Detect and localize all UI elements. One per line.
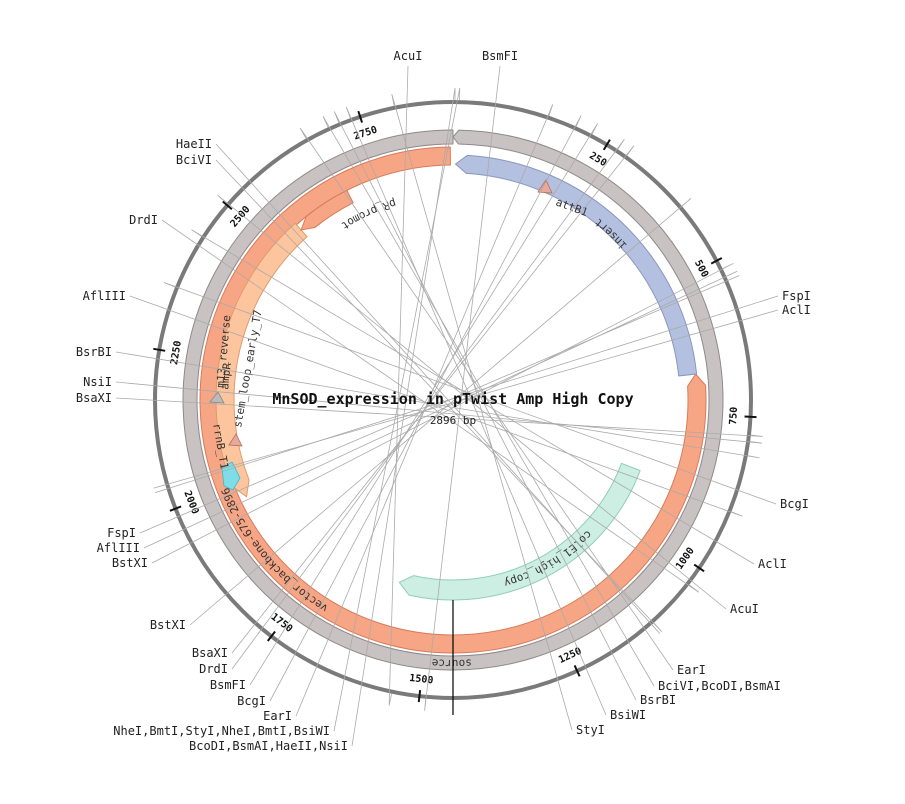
tick-2500 (222, 200, 233, 211)
enzyme-leader-afliii (129, 295, 743, 517)
enzyme-leader-styi (391, 93, 573, 731)
enzyme-site-bsrbi: BsrBI (76, 345, 112, 359)
enzyme-site-bsrbi: BsrBI (640, 693, 676, 707)
tick-1750 (266, 630, 276, 642)
enzyme-site-bcodi-bsmai-haeii-nsii: BcoDI,BsmAI,HaeII,NsiI (189, 739, 348, 753)
tick-750 (744, 415, 757, 419)
feature-ampr-label: ampR (218, 362, 234, 390)
enzyme-leader-bcgi (269, 115, 582, 702)
enzyme-leader-acui (217, 194, 727, 610)
enzyme-leader-bsiwi (345, 106, 607, 716)
enzyme-leader-bstxi (151, 262, 734, 564)
plasmid-title: MnSOD_expression in pTwist Amp High Copy (272, 390, 633, 408)
enzyme-site-drdi: DrdI (199, 662, 228, 676)
enzyme-leader-bstxi (189, 197, 692, 626)
tick-label-750: 750 (728, 407, 740, 426)
tick-2750 (357, 110, 363, 123)
enzyme-site-fspi: FspI (107, 526, 136, 540)
enzyme-leader-acli (191, 229, 755, 565)
enzyme-site-styi: StyI (576, 723, 605, 737)
enzyme-site-nhei-bmti-styi-nhei-bmti-bsiwi: NheI,BmtI,StyI,NheI,BmtI,BsiWI (113, 724, 330, 738)
tick-500 (710, 257, 723, 265)
feature-ampr-promoter (300, 189, 354, 231)
tick-250 (602, 139, 611, 151)
tick-label-1500: 1500 (409, 673, 434, 687)
enzyme-leader-bsmfi (249, 123, 598, 686)
tick-label-1250: 1250 (557, 646, 583, 666)
enzyme-site-drdi: DrdI (129, 213, 158, 227)
tick-label-250: 250 (587, 150, 608, 169)
tick-1500 (417, 690, 422, 703)
enzyme-leader-bsaxi (115, 397, 763, 437)
enzyme-leader-bcodi-bsmai-haeii-nsii (351, 87, 456, 747)
enzyme-leader-bsmfi (424, 65, 501, 711)
enzyme-site-nsii: NsiI (83, 375, 112, 389)
enzyme-site-bstxi: BstXI (150, 618, 186, 632)
enzyme-site-bstxi: BstXI (112, 556, 148, 570)
feature-rrnb-t1 (221, 461, 241, 491)
enzyme-site-acui: AcuI (394, 49, 423, 63)
enzymes-layer: AcuI BsmFI HaeII BciVI DrdI AflIII BsrBI NsiI Bs… (76, 49, 811, 753)
enzyme-site-eari: EarI (677, 663, 706, 677)
feature-vector-backbone (199, 146, 707, 654)
tick-label-2000: 2000 (181, 489, 200, 515)
enzyme-leader-fspi (139, 275, 740, 534)
enzyme-site-afliii: AflIII (83, 289, 126, 303)
enzyme-leader-bcivi-bcodi-bsmai (322, 116, 655, 687)
feature-m13-reverse-label: m13_reverse (214, 315, 233, 389)
enzyme-leader-drdi (231, 139, 625, 670)
tick-label-2250: 2250 (169, 340, 184, 366)
tick-1250 (573, 665, 581, 677)
feature-stem-loop-early-t7 (228, 433, 243, 447)
tick-2000 (169, 505, 182, 512)
enzyme-site-bcivi: BciVI (176, 153, 212, 167)
enzyme-site-fspi: FspI (782, 289, 811, 303)
enzyme-leader-haeii (215, 143, 661, 634)
tick-2250 (153, 347, 166, 352)
tick-1000 (693, 563, 705, 573)
enzyme-leader-bsrbi (333, 111, 637, 701)
feature-insert (454, 154, 698, 377)
enzyme-leader-bsaxi (231, 145, 635, 654)
enzyme-site-bsaxi: BsaXI (192, 646, 228, 660)
plasmid-length: 2896 bp (430, 414, 476, 427)
enzyme-site-haeii: HaeII (176, 137, 212, 151)
enzyme-leader-bcgi (163, 282, 777, 505)
feature-ampr (215, 222, 308, 498)
feature-m13-reverse (209, 391, 225, 404)
enzyme-site-bsaxi: BsaXI (76, 391, 112, 405)
features-layer: sourcevector_backbone-675-2896insertampR… (0, 0, 724, 671)
enzyme-site-acui: AcuI (730, 602, 759, 616)
enzyme-site-bsmfi: BsmFI (210, 678, 246, 692)
enzyme-leader-bsrbi (115, 351, 760, 459)
tick-label-2750: 2750 (352, 124, 378, 142)
enzyme-site-acli: AclI (758, 557, 787, 571)
enzyme-site-bsiwi: BsiWI (610, 708, 646, 722)
enzyme-site-bcgi: BcgI (237, 694, 266, 708)
enzyme-leader-acli (153, 309, 779, 489)
enzyme-site-afliii: AflIII (97, 541, 140, 555)
enzyme-site-eari: EarI (263, 709, 292, 723)
enzyme-leader-eari (295, 104, 554, 717)
enzyme-leader-drdi (161, 219, 699, 593)
enzyme-leader-bcivi (215, 159, 663, 633)
enzyme-leader-afliii (143, 270, 738, 549)
enzyme-site-bcivi-bcodi-bsmai: BciVI,BcoDI,BsmAI (658, 679, 781, 693)
feature-cole1-high-copy (398, 462, 641, 601)
enzyme-leader-fspi (154, 295, 779, 494)
enzyme-site-acli: AclI (782, 303, 811, 317)
enzyme-leader-acui (388, 65, 409, 706)
enzyme-leader-nhei-bmti-styi-nhei-bmti-bsiwi (333, 87, 461, 732)
enzyme-leader-nsii (115, 381, 763, 444)
enzyme-site-bcgi: BcgI (780, 497, 809, 511)
enzyme-leader-eari (299, 127, 674, 671)
enzyme-site-bsmfi: BsmFI (482, 49, 518, 63)
